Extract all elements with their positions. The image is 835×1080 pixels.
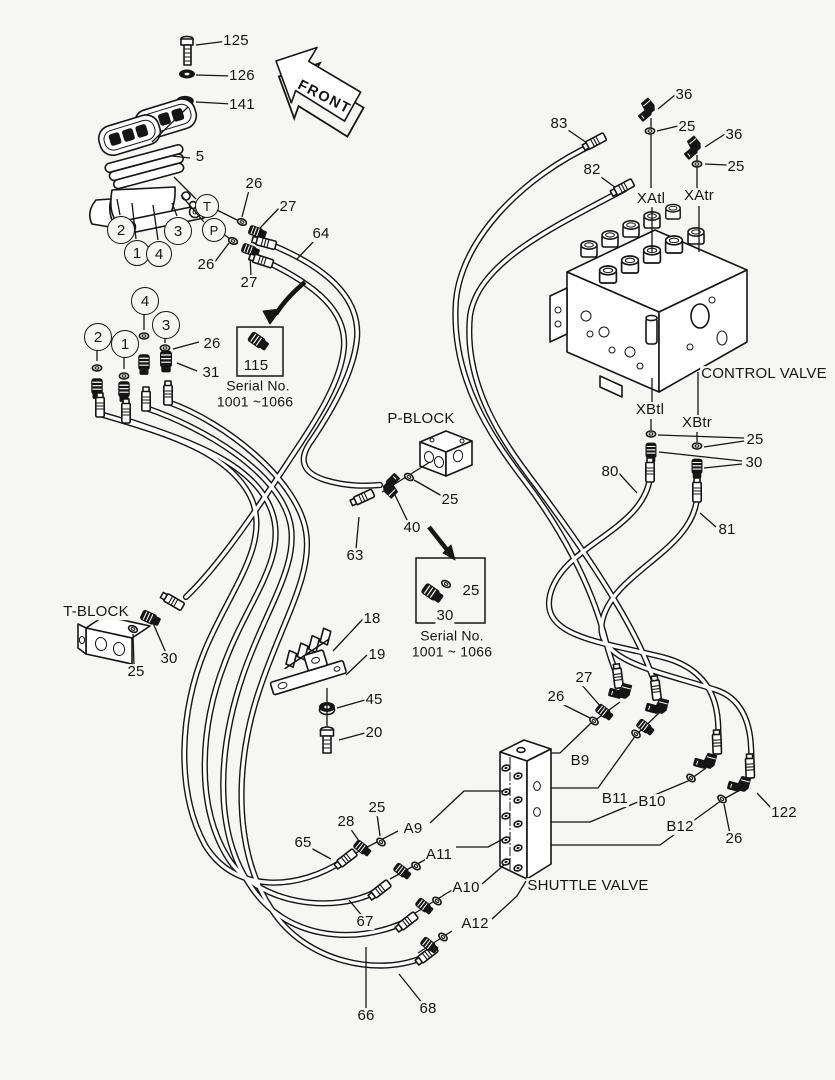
pilot-valve-joystick — [88, 35, 205, 235]
bolt-125 — [180, 35, 194, 66]
front-direction-arrow: FRONT — [275, 46, 365, 138]
reference-arrow-2 — [427, 525, 456, 561]
serial-note-2-box — [415, 557, 486, 624]
control-valve-face-details — [580, 296, 728, 398]
joystick-bellows — [104, 144, 185, 190]
nut-45 — [318, 702, 336, 716]
t-block — [77, 615, 151, 665]
control-valve — [549, 203, 748, 398]
p-block — [419, 430, 473, 477]
joystick-pad-left — [97, 114, 162, 157]
shuttle-valve — [499, 739, 552, 880]
bolt-20 — [319, 726, 335, 754]
bracket-19 — [269, 649, 347, 696]
washer-126 — [179, 69, 195, 79]
reference-arrow-1 — [262, 280, 307, 325]
serial-note-1-box — [236, 326, 284, 377]
leader-lines — [96, 40, 772, 1009]
